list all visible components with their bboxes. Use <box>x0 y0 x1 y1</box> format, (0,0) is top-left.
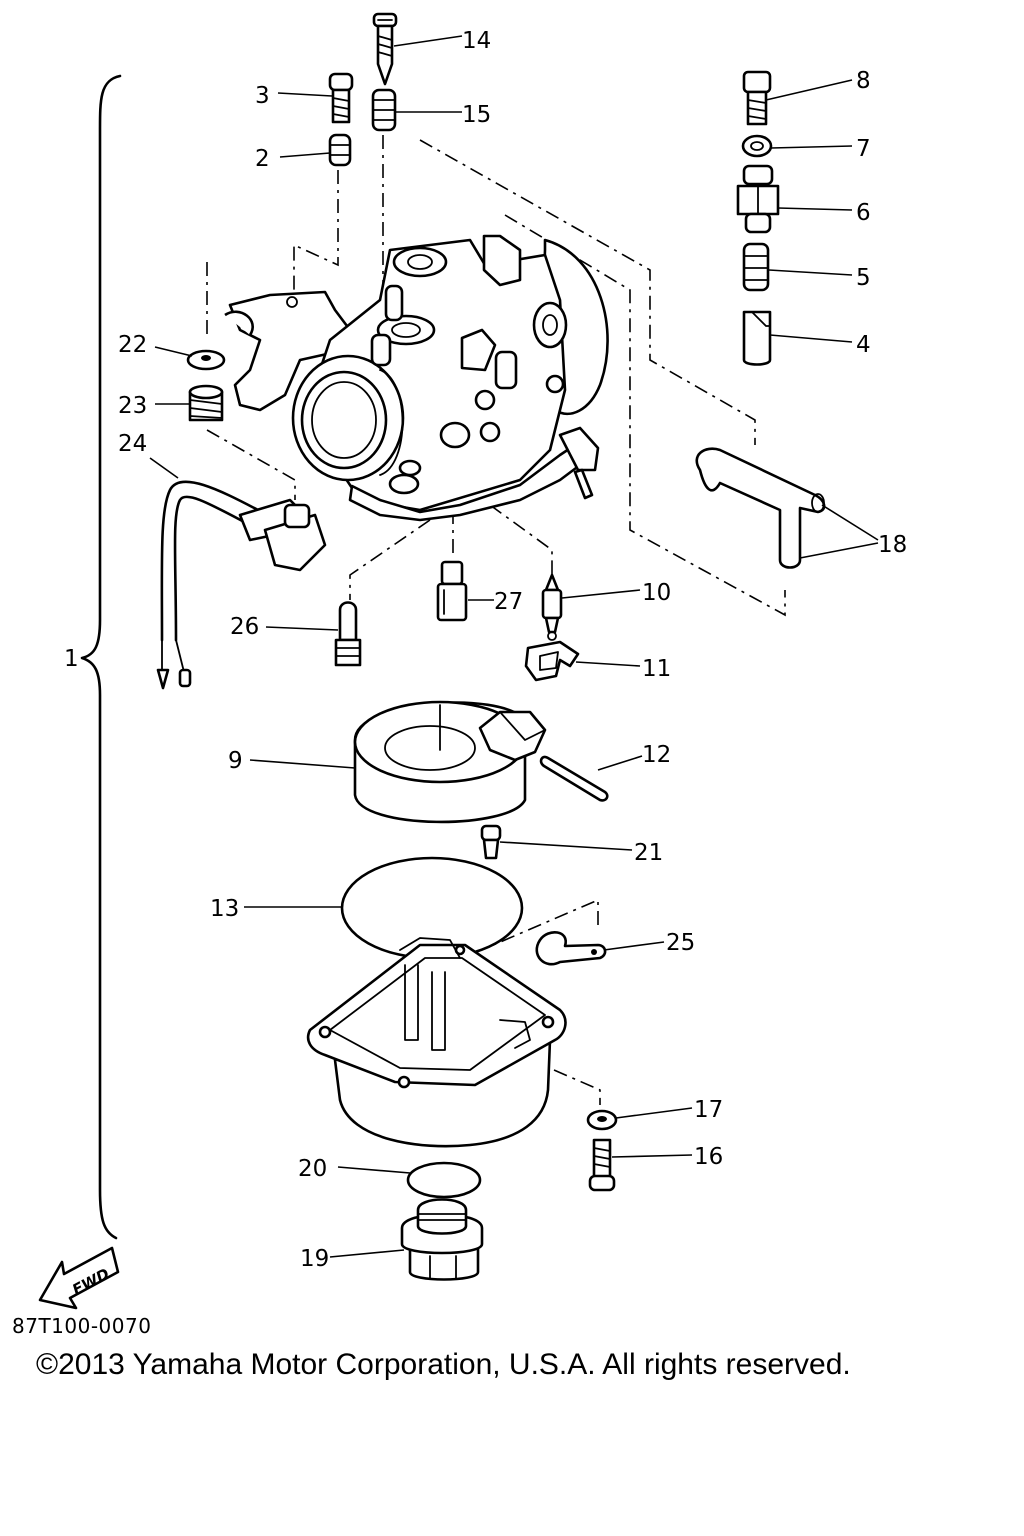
part-24-solenoid <box>156 480 327 690</box>
label-14: 14 <box>462 28 491 54</box>
part-13-gasket <box>340 856 524 960</box>
part-20-o-ring <box>406 1161 482 1199</box>
label-15: 15 <box>462 102 491 128</box>
part-12-pin <box>539 755 609 802</box>
part-17-washer <box>586 1109 618 1131</box>
label-10: 10 <box>642 580 671 606</box>
assembly-guide-lines <box>206 135 786 1105</box>
part-14-screw <box>372 12 398 86</box>
part-19-drain-plug <box>400 1198 484 1281</box>
assembly-bracket <box>80 74 122 1240</box>
label-3: 3 <box>255 83 270 109</box>
label-2: 2 <box>255 146 270 172</box>
label-13: 13 <box>210 896 239 922</box>
part-22-washer <box>186 349 226 371</box>
label-20: 20 <box>298 1156 327 1182</box>
label-7: 7 <box>856 136 871 162</box>
part-2-spring <box>328 133 352 167</box>
label-5: 5 <box>856 265 871 291</box>
fwd-arrow-icon: FWD <box>38 1246 120 1310</box>
label-1: 1 <box>64 646 79 672</box>
label-26: 26 <box>230 614 259 640</box>
label-22: 22 <box>118 332 147 358</box>
part-23-spring <box>188 384 224 422</box>
part-8-bolt <box>742 70 772 126</box>
label-27: 27 <box>494 589 523 615</box>
part-16-screw <box>588 1138 616 1192</box>
label-4: 4 <box>856 332 871 358</box>
part-21-plug <box>480 824 502 860</box>
label-9: 9 <box>228 748 243 774</box>
label-17: 17 <box>694 1097 723 1123</box>
part-3-screw <box>328 72 354 124</box>
part-5-spring <box>742 242 770 292</box>
label-19: 19 <box>300 1246 329 1272</box>
part-11-clip <box>524 640 580 682</box>
label-18: 18 <box>878 532 907 558</box>
label-16: 16 <box>694 1144 723 1170</box>
part-9-float <box>353 700 547 824</box>
part-10-needle-valve <box>541 573 563 641</box>
part-7-washer <box>741 134 773 158</box>
label-6: 6 <box>856 200 871 226</box>
part-26-jet <box>334 601 362 667</box>
diagram-code: 87T100-0070 <box>12 1314 152 1338</box>
label-8: 8 <box>856 68 871 94</box>
float-bowl <box>306 937 567 1148</box>
part-18-hose <box>695 447 826 569</box>
label-24: 24 <box>118 431 147 457</box>
copyright-notice: ©2013 Yamaha Motor Corporation, U.S.A. A… <box>36 1348 851 1381</box>
label-25: 25 <box>666 930 695 956</box>
label-21: 21 <box>634 840 663 866</box>
label-11: 11 <box>642 656 671 682</box>
part-25-bracket <box>535 931 607 966</box>
part-4-plunger <box>742 310 772 366</box>
label-23: 23 <box>118 393 147 419</box>
label-12: 12 <box>642 742 671 768</box>
part-15-spring <box>371 88 397 132</box>
part-6-fitting <box>736 164 780 234</box>
carburetor-body <box>224 234 609 522</box>
part-27-jet <box>436 560 468 622</box>
